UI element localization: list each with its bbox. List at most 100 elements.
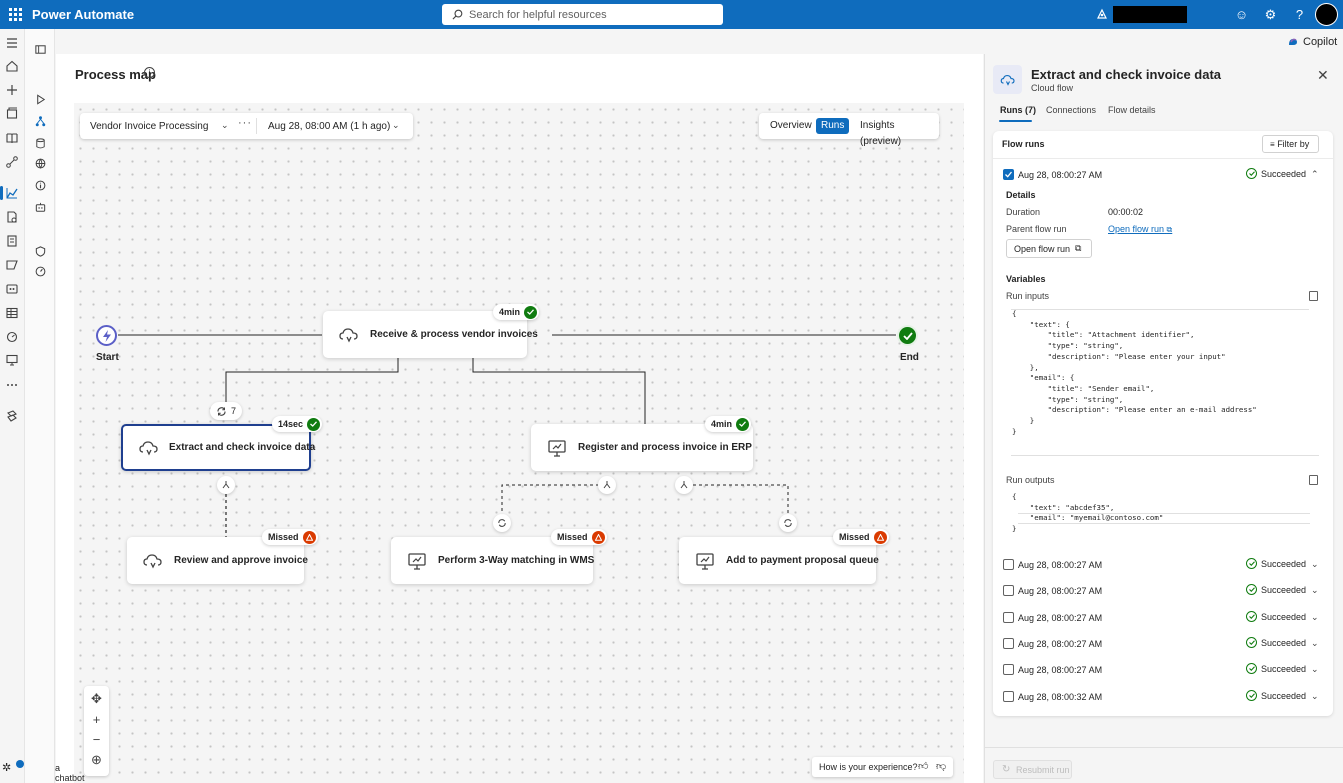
duration-value: 00:00:02 xyxy=(1108,207,1144,217)
globe-icon[interactable] xyxy=(34,157,47,170)
flow-runs-card xyxy=(993,131,1333,716)
node-extract-check-invoice[interactable]: Extract and check invoice data xyxy=(121,424,315,471)
copilot-label: Copilot xyxy=(1303,36,1338,48)
more-icon[interactable] xyxy=(5,378,19,392)
chevron-down-icon[interactable]: ⌄ xyxy=(1311,585,1319,595)
tab-overview[interactable]: Overview xyxy=(770,120,812,131)
feedback-smile-icon[interactable]: ☺ xyxy=(1234,7,1249,22)
zoom-in-icon[interactable]: + xyxy=(92,712,101,727)
desktop-flows-icon[interactable] xyxy=(5,258,19,272)
close-icon[interactable]: ✕ xyxy=(1317,67,1329,83)
hamburger-menu-icon[interactable] xyxy=(5,36,19,50)
tab-connections[interactable]: Connections xyxy=(1046,105,1097,115)
tab-flow-details[interactable]: Flow details xyxy=(1108,105,1156,115)
run-row[interactable]: Aug 28, 08:00:27 AM Succeeded ⌄ xyxy=(1003,611,1321,625)
home-icon[interactable] xyxy=(5,59,19,73)
chatbot-launcher[interactable]: ✲ a chatbot xyxy=(0,757,85,783)
loop-count-pill[interactable]: 7 xyxy=(210,402,243,420)
play-icon[interactable] xyxy=(34,93,47,106)
filter-by-button[interactable]: ≡ Filter by xyxy=(1262,135,1319,153)
branch-icon[interactable] xyxy=(217,476,235,494)
loop-icon[interactable] xyxy=(493,514,511,532)
loop-icon[interactable] xyxy=(779,514,797,532)
info-icon[interactable]: i xyxy=(144,67,155,78)
thumbs-up-icon[interactable]: 👍︎ xyxy=(918,761,929,772)
date-select[interactable]: Aug 28, 08:00 AM (1 h ago) xyxy=(268,121,391,132)
open-flow-run-link[interactable]: Open flow run ⧉ xyxy=(1108,224,1172,235)
chevron-down-icon[interactable]: ⌄ xyxy=(1311,691,1319,701)
app-launcher-icon[interactable] xyxy=(9,8,22,21)
create-icon[interactable] xyxy=(5,83,19,97)
pan-icon[interactable]: ✥ xyxy=(91,691,102,706)
run-outputs-code: { "text": "abcdef35", "email": "myemail@… xyxy=(1012,492,1163,535)
tab-insights[interactable]: Insights (preview) xyxy=(860,120,902,147)
run-checkbox[interactable] xyxy=(1003,585,1014,596)
zoom-out-icon[interactable]: − xyxy=(92,732,101,747)
ai-hub-icon[interactable] xyxy=(5,282,19,296)
settings-gear-icon[interactable]: ⚙ xyxy=(1264,7,1277,22)
run-row-expanded[interactable]: Aug 28, 08:00:27 AM Succeeded ⌃ xyxy=(1003,168,1321,182)
chevron-down-icon[interactable]: ⌄ xyxy=(392,120,400,130)
document-processing-icon[interactable] xyxy=(5,210,19,224)
run-row[interactable]: Aug 28, 08:00:32 AM Succeeded ⌄ xyxy=(1003,690,1321,704)
shield-icon[interactable] xyxy=(34,245,47,258)
branch-icon[interactable] xyxy=(598,476,616,494)
tab-runs[interactable]: Runs xyxy=(816,118,850,134)
run-checkbox[interactable] xyxy=(1003,664,1014,675)
templates-icon[interactable] xyxy=(5,106,19,120)
run-row[interactable]: Aug 28, 08:00:27 AM Succeeded ⌄ xyxy=(1003,584,1321,598)
process-mining-icon[interactable] xyxy=(5,186,19,200)
run-checkbox[interactable] xyxy=(1003,638,1014,649)
run-checkbox[interactable] xyxy=(1003,559,1014,570)
branch-icon[interactable] xyxy=(675,476,693,494)
start-node[interactable] xyxy=(96,325,117,346)
process-map-icon[interactable] xyxy=(34,115,47,128)
avatar[interactable] xyxy=(1315,3,1338,26)
chevron-down-icon[interactable]: ⌄ xyxy=(1311,664,1319,674)
run-checkbox[interactable] xyxy=(1003,169,1014,180)
thumbs-down-icon[interactable]: 👎︎ xyxy=(936,761,947,772)
start-label: Start xyxy=(96,352,119,363)
solutions-icon[interactable] xyxy=(5,234,19,248)
run-row[interactable]: Aug 28, 08:00:27 AM Succeeded ⌄ xyxy=(1003,558,1321,572)
copy-icon[interactable] xyxy=(1309,475,1318,485)
fit-view-icon[interactable]: ⊕ xyxy=(91,752,102,767)
run-row[interactable]: Aug 28, 08:00:27 AM Succeeded ⌄ xyxy=(1003,663,1321,677)
chevron-down-icon[interactable]: ⌄ xyxy=(221,120,229,130)
environment-icon[interactable] xyxy=(1096,8,1108,20)
end-node[interactable] xyxy=(897,325,918,346)
learn-book-icon[interactable] xyxy=(5,131,19,145)
search-input[interactable]: Search for helpful resources xyxy=(442,4,723,25)
power-platform-icon[interactable] xyxy=(5,409,19,423)
copilot-button[interactable]: Copilot xyxy=(1287,36,1337,48)
environment-name-redacted[interactable] xyxy=(1113,6,1187,23)
tab-runs[interactable]: Runs (7) xyxy=(1000,105,1036,115)
chevron-down-icon[interactable]: ⌄ xyxy=(1311,612,1319,622)
more-options-icon[interactable]: ··· xyxy=(238,117,252,129)
gauge-icon[interactable] xyxy=(34,265,47,278)
chevron-up-icon[interactable]: ⌃ xyxy=(1311,169,1319,179)
process-map-canvas[interactable] xyxy=(74,103,964,783)
database-icon[interactable] xyxy=(34,137,47,150)
open-flow-run-button[interactable]: Open flow run ⧉ xyxy=(1006,239,1092,258)
feedback-bar: How is your experience? 👍︎ 👎︎ xyxy=(812,757,953,777)
data-icon[interactable] xyxy=(5,306,19,320)
app-title[interactable]: Power Automate xyxy=(32,7,135,22)
process-select[interactable]: Vendor Invoice Processing xyxy=(90,121,209,132)
run-checkbox[interactable] xyxy=(1003,612,1014,623)
info-circle-icon[interactable] xyxy=(34,179,47,192)
help-icon[interactable]: ? xyxy=(1295,7,1304,22)
run-checkbox[interactable] xyxy=(1003,691,1014,702)
collapse-panel-icon[interactable] xyxy=(34,43,47,56)
monitor-icon[interactable] xyxy=(5,330,19,344)
chevron-down-icon[interactable]: ⌄ xyxy=(1311,638,1319,648)
desktop-flow-icon xyxy=(548,439,566,457)
bot-icon[interactable] xyxy=(34,201,47,214)
copy-icon[interactable] xyxy=(1309,291,1318,301)
node-receive-process-invoices[interactable]: Receive & process vendor invoices xyxy=(323,311,538,358)
process-advisor-icon[interactable] xyxy=(5,353,19,367)
connectors-icon[interactable] xyxy=(5,155,19,169)
chevron-down-icon[interactable]: ⌄ xyxy=(1311,559,1319,569)
resubmit-run-button[interactable]: ↻ Resubmit run xyxy=(993,760,1072,779)
run-row[interactable]: Aug 28, 08:00:27 AM Succeeded ⌄ xyxy=(1003,637,1321,651)
